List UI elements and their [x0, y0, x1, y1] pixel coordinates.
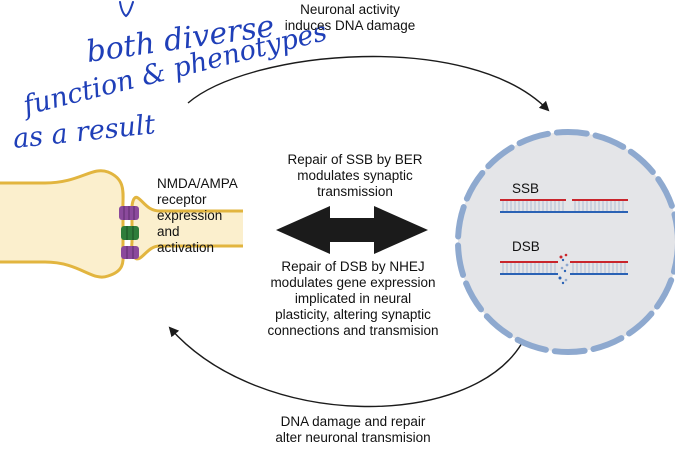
receptor-purple-top	[119, 206, 139, 220]
presynaptic-terminal	[0, 169, 125, 279]
receptor-label: NMDA/AMPA receptor expression and activa…	[157, 176, 238, 255]
top-arrow-label: Neuronal activity induces DNA damage	[284, 2, 416, 33]
dna-ssb	[500, 199, 628, 213]
nucleus-body	[458, 132, 675, 352]
receptor-purple-bottom	[121, 246, 139, 259]
dsb-label: DSB	[512, 239, 540, 254]
bottom-curved-arrow	[168, 326, 523, 408]
dsb-repair-caption: Repair of DSB by NHEJ modulates gene exp…	[267, 259, 439, 338]
synapse-illustration	[0, 169, 243, 279]
dna-dsb	[500, 253, 628, 285]
ssb-label: SSB	[512, 181, 540, 196]
nucleus-illustration	[455, 129, 675, 355]
bottom-arrow-label: DNA damage and repair alter neuronal tra…	[275, 414, 431, 445]
receptor-green	[121, 226, 139, 240]
bidirectional-arrow	[276, 206, 428, 254]
ssb-repair-caption: Repair of SSB by BER modulates synaptic …	[287, 152, 423, 199]
top-curved-arrow	[187, 55, 550, 112]
dna-break-fragments	[558, 253, 569, 285]
handwritten-mark	[119, 1, 134, 18]
nuclear-envelope	[455, 129, 675, 355]
handwritten-annotation	[119, 1, 134, 18]
